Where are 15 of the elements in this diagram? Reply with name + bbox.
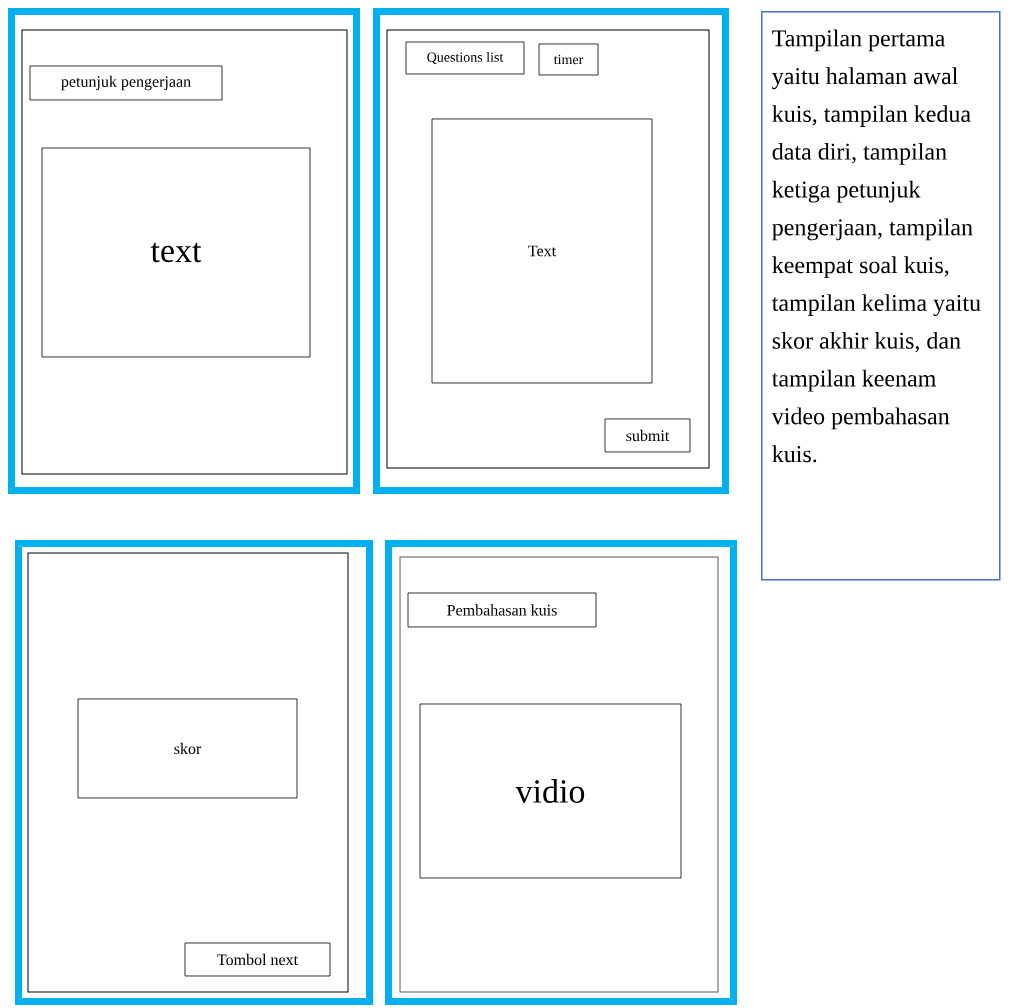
text-box: petunjuk pengerjaan [29, 65, 223, 101]
text-box: Text [431, 118, 653, 384]
screen-frame [373, 8, 729, 494]
screen-frame [8, 8, 360, 494]
text-box: Tombol next [184, 942, 331, 977]
text-box: skor [77, 698, 298, 799]
screen-frame [15, 540, 373, 1005]
text-box: text [41, 147, 311, 358]
screen-frame [385, 540, 737, 1005]
text-box: Pembahasan kuis [407, 592, 597, 628]
text-box: timer [538, 43, 599, 76]
text-box: vidio [419, 703, 682, 879]
description-box: Tampilan pertama yaitu halaman awal kuis, tampilan kedua data diri, tampilan ketiga petunjuk pengerjaan, tampilan keempat soal kuis, tampilan kelima yaitu skor akhir kuis, dan tampilan keenam video pembahasan kuis. [761, 11, 1001, 581]
text-box: submit [604, 418, 691, 453]
text-box: Questions list [405, 41, 525, 75]
